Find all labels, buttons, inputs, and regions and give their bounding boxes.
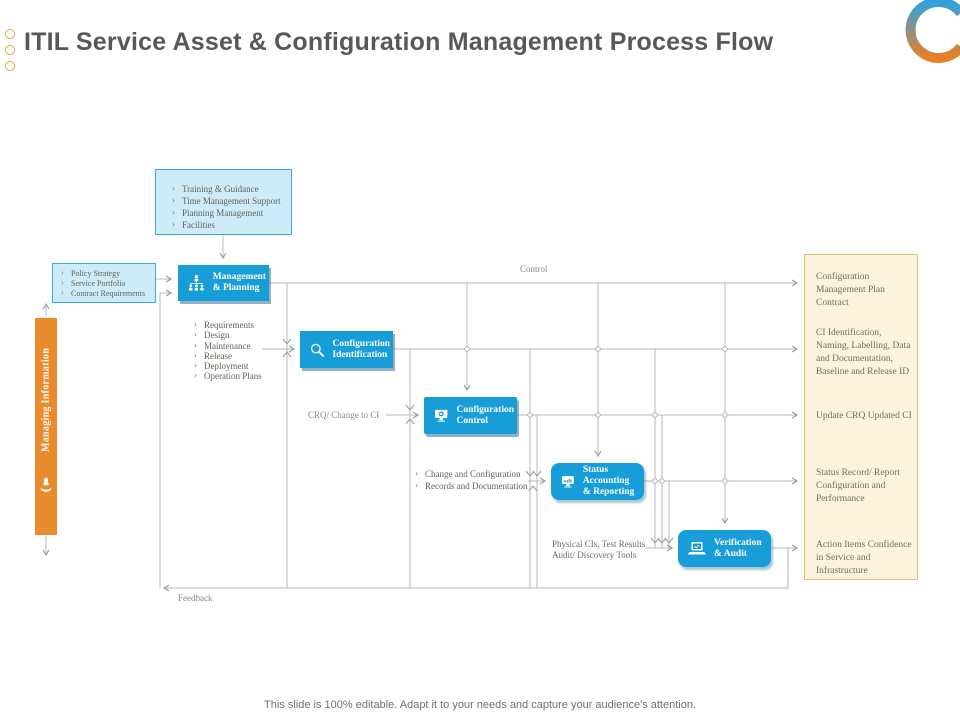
person-in-hand-icon <box>40 477 52 492</box>
process-box-label: Management& Planning <box>212 272 266 293</box>
magnifier-icon <box>311 343 325 357</box>
list-item: Service Portfolio <box>59 278 154 289</box>
slide-footer-note: This slide is 100% editable. Adapt it to… <box>264 699 696 711</box>
process-box-management-planning: Management& Planning <box>178 265 269 301</box>
outputs-panel: Configuration Management Plan Contract C… <box>804 254 918 580</box>
list-item: Operation Plans <box>192 372 282 382</box>
list-item: Policy Strategy <box>59 268 154 279</box>
process-box-label: Verification& Audit <box>714 537 762 559</box>
output-item: Status Record/ Report Configuration and … <box>816 468 900 504</box>
managing-information-label: Managing Information <box>40 347 52 452</box>
title-bullet-decoration <box>5 29 15 77</box>
list-item: Maintenance <box>192 341 282 352</box>
crq-change-label: CRQ/ Change to CI <box>308 410 380 420</box>
ring-icon <box>5 45 15 55</box>
monitor-gear-icon <box>435 409 448 422</box>
list-item: Requirements <box>192 320 282 331</box>
feedback-flow-label: Feedback <box>178 593 213 603</box>
list-item: Facilities <box>170 218 287 231</box>
output-item: Configuration Management Plan Contract <box>816 272 885 308</box>
list-item: Contract Requirements <box>59 288 154 299</box>
brand-ring-logo-icon <box>905 0 960 63</box>
process-box-verification-audit: Verification& Audit <box>678 530 771 567</box>
output-item: CI Identification, Naming, Labelling, Da… <box>816 328 911 377</box>
policy-inputs-box: Policy Strategy Service Portfolio Contra… <box>52 263 156 303</box>
org-chart-icon <box>189 274 204 291</box>
change-records-list: Change and Configuration Records and Doc… <box>413 468 538 492</box>
list-item: Change and Configuration <box>413 468 538 480</box>
control-flow-label: Control <box>520 264 548 274</box>
list-item: Planning Management <box>170 206 287 219</box>
requirements-list: Requirements Design Maintenance Release … <box>192 320 282 383</box>
list-item: Release <box>192 351 282 362</box>
ring-icon <box>5 29 15 39</box>
training-inputs-box: Training & Guidance Time Management Supp… <box>155 169 292 235</box>
output-item: Action Items Confidence in Service and I… <box>816 540 912 576</box>
monitor-chart-icon <box>561 475 574 487</box>
list-item: Deployment <box>192 361 282 372</box>
page-title: ITIL Service Asset & Configuration Manag… <box>24 28 774 56</box>
managing-information-bar: Managing Information <box>35 318 57 535</box>
physical-cis-note: Physical CIs, Test Results Audit/ Discov… <box>552 539 646 560</box>
process-box-status-accounting: Status Accounting& Reporting <box>551 463 644 500</box>
laptop-icon <box>688 541 706 554</box>
output-item: Update CRQ Updated CI <box>816 411 912 421</box>
list-item: Training & Guidance <box>170 182 287 195</box>
ring-icon <box>5 61 15 71</box>
list-item: Design <box>192 330 282 341</box>
process-box-label: Status Accounting& Reporting <box>582 465 635 497</box>
list-item: Time Management Support <box>170 194 287 207</box>
list-item: Records and Documentation <box>413 480 538 492</box>
